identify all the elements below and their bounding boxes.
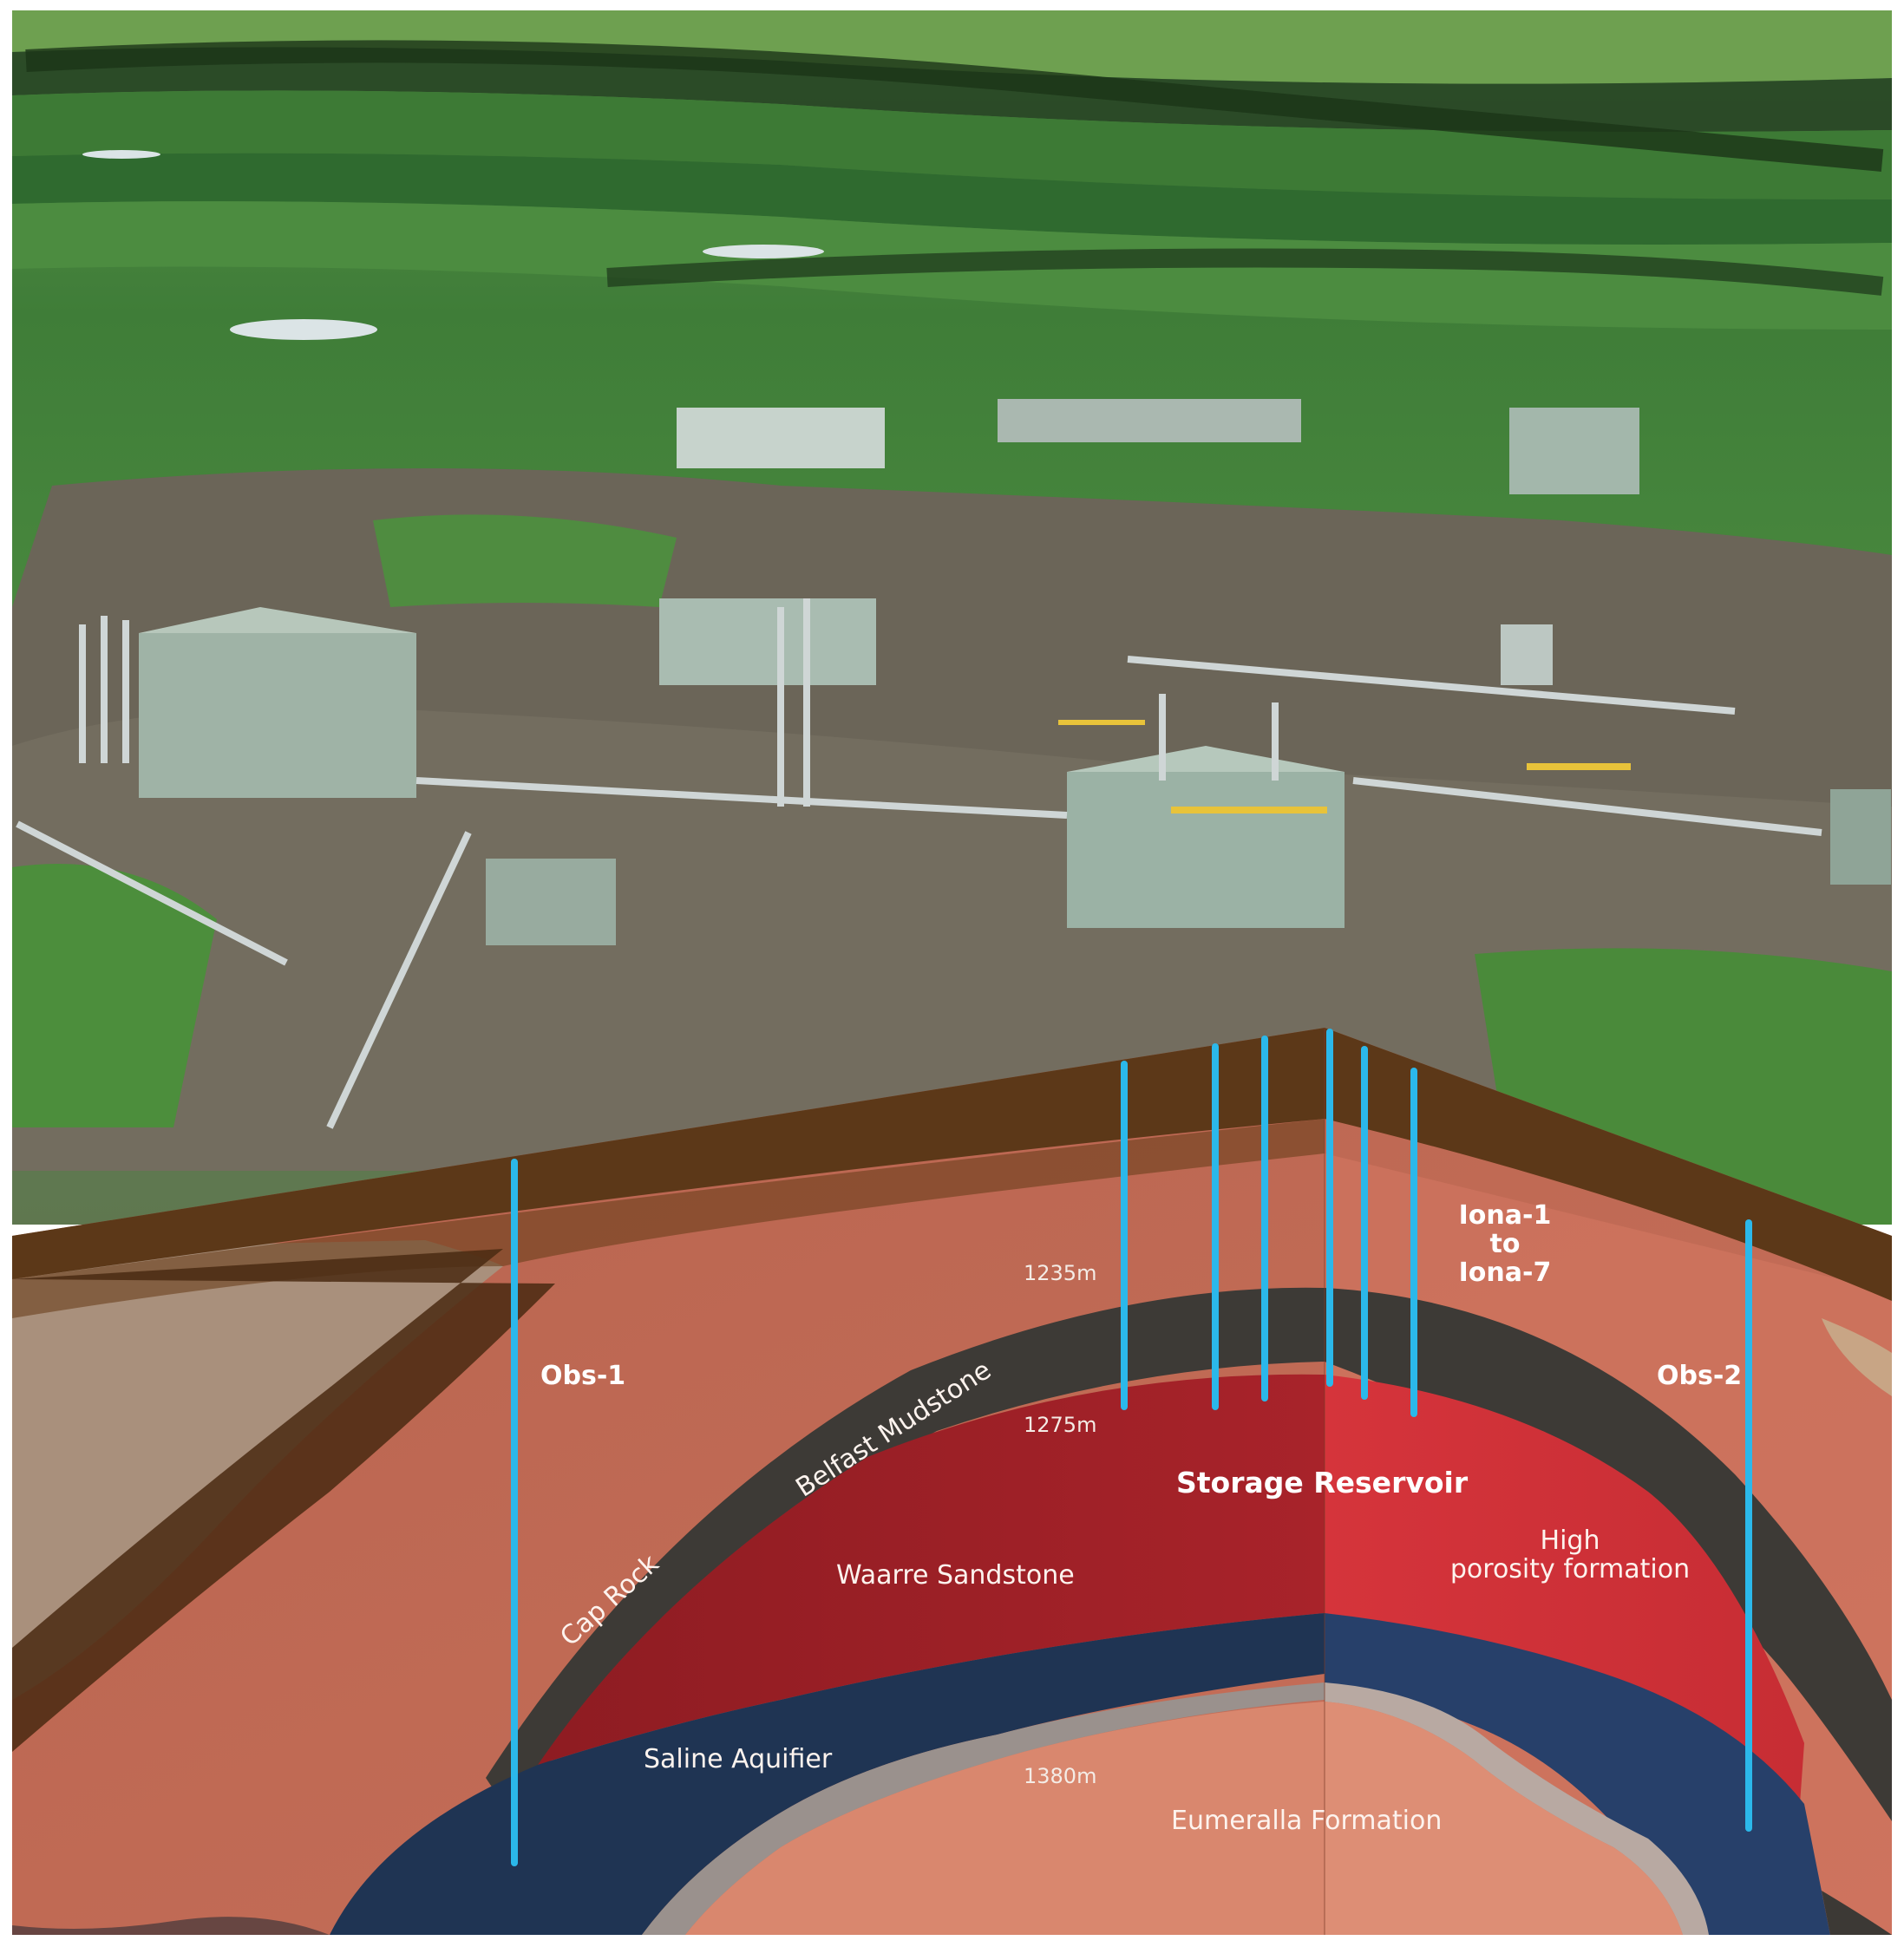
- high-porosity-label: High porosity formation: [1423, 1526, 1718, 1584]
- storage-reservoir-label: Storage Reservoir: [1176, 1466, 1469, 1499]
- high-porosity-line2: porosity formation: [1449, 1554, 1691, 1584]
- well-bores: [511, 1029, 1752, 1866]
- iona-label-line3: Iona-7: [1458, 1258, 1552, 1288]
- eumeralla-formation-label: Eumeralla Formation: [1171, 1806, 1443, 1836]
- saline-aquifer-layer: [330, 1613, 1325, 1935]
- depth-1235-label: 1235m: [1024, 1261, 1097, 1285]
- storage-reservoir-layer: [538, 1374, 1325, 1765]
- depth-1380-label: 1380m: [1024, 1764, 1097, 1788]
- obs-1-label: Obs-1: [540, 1361, 626, 1391]
- topsoil-layer: [12, 1028, 1892, 1301]
- waarre-sandstone-label: Waarre Sandstone: [836, 1560, 1075, 1591]
- iona-label-line1: Iona-1: [1458, 1200, 1552, 1231]
- obs-2-label: Obs-2: [1657, 1361, 1743, 1391]
- high-porosity-line1: High: [1540, 1526, 1600, 1556]
- aerial-photo: [12, 10, 1892, 1225]
- iona-wells-label: Iona-1 to Iona-7: [1457, 1201, 1553, 1287]
- saline-aquifer-label: Saline Aquifier: [644, 1744, 833, 1774]
- depth-1275-label: 1275m: [1024, 1413, 1097, 1437]
- cap-rock-layer: [486, 1287, 1892, 1821]
- iona-label-line2: to: [1489, 1229, 1521, 1259]
